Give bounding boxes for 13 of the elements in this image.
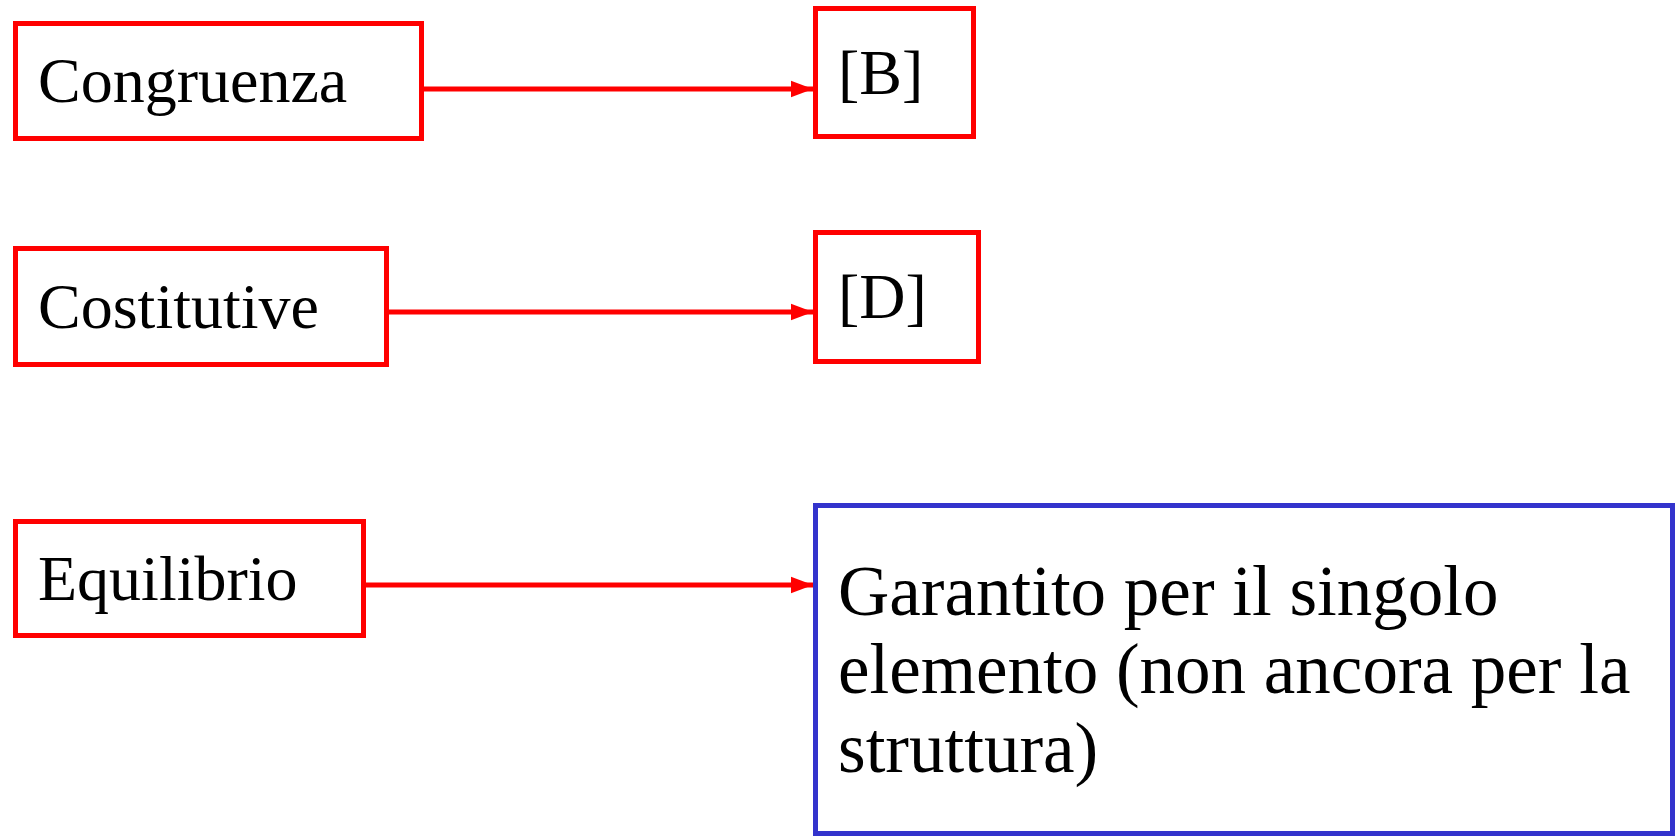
label-box <box>13 21 424 141</box>
arrow <box>366 576 813 594</box>
arrow <box>389 303 813 321</box>
box-text: [B] <box>838 40 924 105</box>
label-box <box>813 6 976 139</box>
label-box <box>13 519 366 638</box>
box-text: [D] <box>838 265 927 329</box>
label-box <box>813 230 981 364</box>
note-box <box>813 503 1675 836</box>
label-box <box>13 246 389 367</box>
arrow <box>424 80 813 98</box>
box-text: Costitutive <box>38 274 319 339</box>
box-text: Garantito per il singolo elemento (non ancora per la struttura) <box>838 552 1632 787</box>
